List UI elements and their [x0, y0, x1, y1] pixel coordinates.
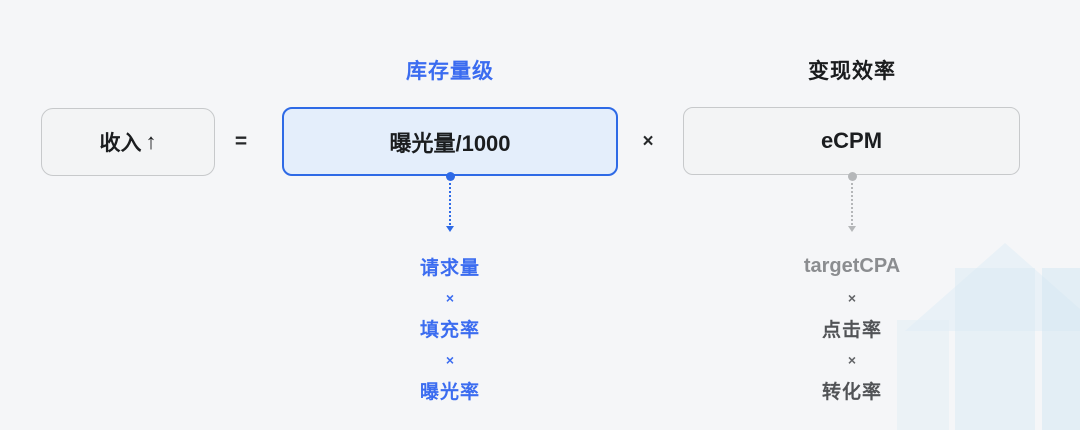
up-arrow-icon: ↑: [145, 129, 157, 154]
multiply-sign: ×: [642, 131, 654, 152]
factor-request-volume: 请求量: [419, 258, 480, 279]
factor-multiply-sign: ×: [445, 351, 455, 368]
arrow-dot: [847, 172, 857, 181]
factor-click-rate: 点击率: [821, 320, 882, 341]
factor-exposure-rate: 曝光率: [419, 382, 480, 403]
factor-multiply-sign: ×: [847, 289, 857, 306]
factor-fill-rate: 填充率: [419, 320, 480, 341]
impressions-box: 曝光量/1000: [282, 107, 618, 176]
arrow-head: [446, 226, 454, 232]
equals-sign: =: [234, 130, 248, 153]
monetization-breakdown-list: targetCPA × 点击率 × 转化率: [752, 251, 952, 406]
ecpm-label: eCPM: [820, 128, 883, 153]
factor-multiply-sign: ×: [445, 289, 455, 306]
revenue-box: 收入 ↑: [41, 108, 215, 176]
header-inventory-scale: 库存量级: [406, 60, 494, 83]
arrow-head: [848, 226, 856, 232]
watermark-bar-icon: [955, 268, 1035, 430]
arrow-dot: [445, 172, 455, 181]
dotted-arrow-down-gray-icon: [843, 172, 861, 232]
watermark-bar-icon: [1042, 268, 1080, 430]
dotted-arrow-down-blue-icon: [441, 172, 459, 232]
arrow-line: [851, 183, 853, 225]
factor-target-cpa: targetCPA: [803, 255, 901, 277]
arrow-line: [449, 183, 451, 225]
factor-conversion-rate: 转化率: [821, 382, 882, 403]
header-monetization-efficiency: 变现效率: [808, 60, 896, 83]
revenue-label: 收入: [99, 132, 142, 155]
impressions-label: 曝光量/1000: [389, 130, 511, 156]
inventory-breakdown-list: 请求量 × 填充率 × 曝光率: [350, 251, 550, 406]
factor-multiply-sign: ×: [847, 351, 857, 368]
ecpm-box: eCPM: [683, 107, 1020, 175]
